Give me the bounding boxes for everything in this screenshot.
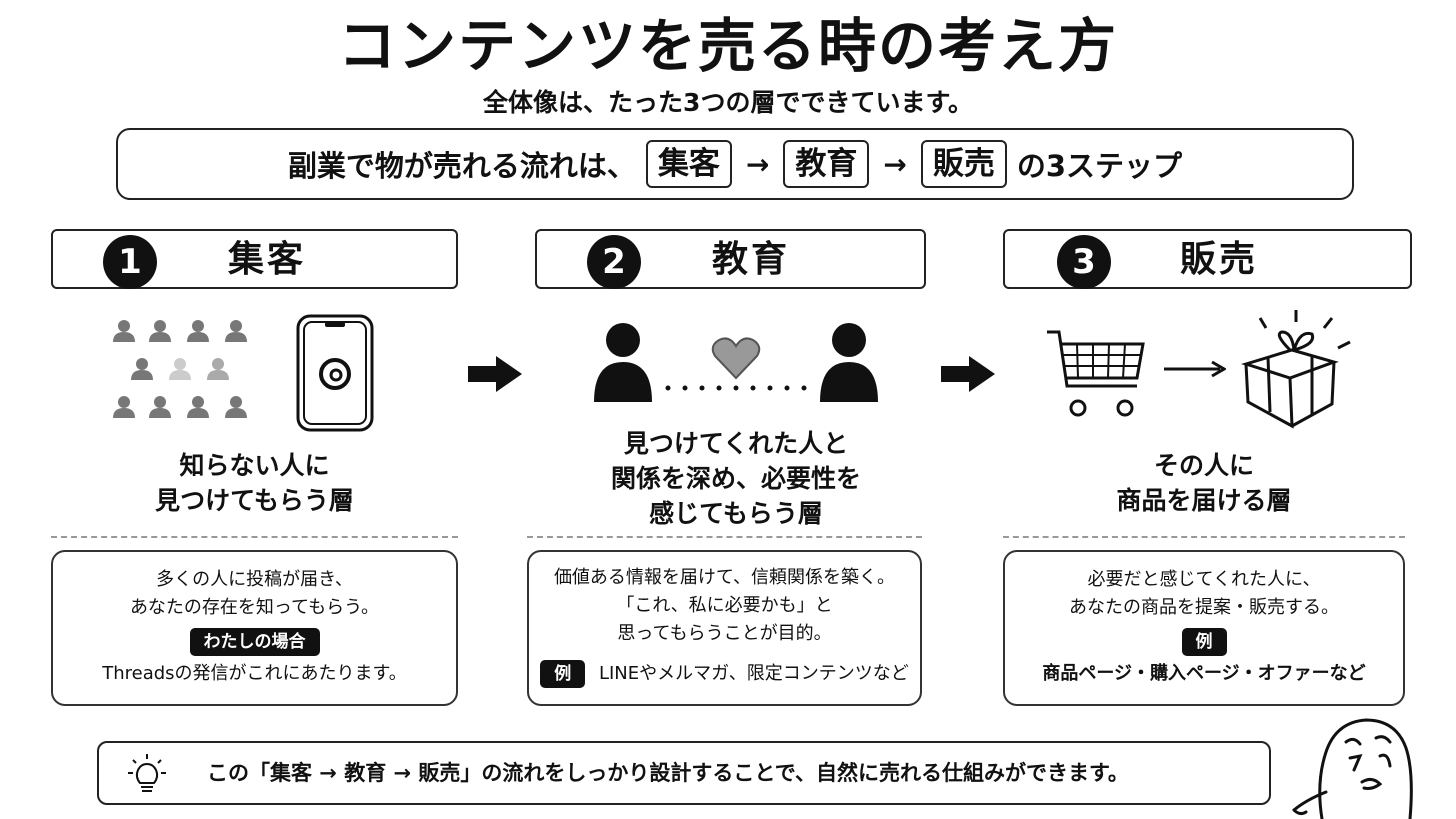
flow-summary-box: 副業で物が売れる流れは、 集客 → 教育 → 販売 の3ステップ [116,128,1354,200]
flow-prefix: 副業で物が売れる流れは、 [287,149,636,183]
stage-card-1: 多くの人に投稿が届き、 あなたの存在を知ってもらう。 わたしの場合 Thread… [51,550,458,706]
card-line: 思ってもらうことが目的。 [617,623,832,644]
flow-arrow: → [883,147,907,181]
stage-description-2: 見つけてくれた人と 関係を深め、必要性を 感じてもらう層 [535,426,937,531]
card-note: Threadsの発信がこれにあたります。 [102,663,407,684]
stage-title: 教育 [712,239,791,280]
card-line: あなたの商品を提案・販売する。 [1069,597,1339,618]
page-subtitle: 全体像は、たった3つの層でできています。 [483,88,973,117]
desc-line: 関係を深め、必要性を [610,464,861,493]
stage-title: 販売 [1180,239,1259,280]
flow-step-attract: 集客 [645,140,732,188]
person-icon [592,322,654,402]
card-line: 価値ある情報を届けて、信頼関係を築く。 [553,567,896,588]
conclusion-text: この「集客 → 教育 → 販売」の流れをしっかり設計することで、自然に売れる仕組… [207,761,1129,785]
example-badge: わたしの場合 [189,628,320,656]
flow-suffix: の3ステップ [1016,149,1183,183]
mascot-character [1286,712,1446,819]
step-number-badge: 3 [1057,235,1111,289]
cart-icon [1045,328,1149,420]
card-note: 商品ページ・購入ページ・オファーなど [1042,663,1366,684]
dashed-divider [527,536,922,538]
flow-step-educate: 教育 [783,140,870,188]
example-badge: 例 [540,660,586,688]
card-line: あなたの存在を知ってもらう。 [129,597,380,618]
card-line: 必要だと感じてくれた人に、 [1087,569,1321,590]
stage-card-3: 必要だと感じてくれた人に、 あなたの商品を提案・販売する。 例 商品ページ・購入… [1003,550,1405,706]
crowd-icon [108,318,258,426]
desc-line: 商品を届ける層 [1116,486,1292,515]
step-number-badge: 1 [103,235,157,289]
desc-line: その人に [1153,451,1254,480]
conclusion-box: この「集客 → 教育 → 販売」の流れをしっかり設計することで、自然に売れる仕組… [97,741,1271,805]
stage-arrow-icon [468,356,522,392]
stage-header-2: 2 教育 [535,229,926,289]
desc-line: 見つけてくれた人と [623,429,849,458]
dashed-divider [1003,536,1405,538]
stage-card-2: 価値ある情報を届けて、信頼関係を築く。 「これ、私に必要かも」と 思ってもらうこ… [527,550,922,706]
arrow-right-icon [1164,360,1226,378]
desc-line: 感じてもらう層 [649,499,823,528]
stage-title: 集客 [228,239,307,280]
lightbulb-icon [127,753,167,795]
threads-phone-icon [296,314,374,432]
stage-header-3: 3 販売 [1003,229,1412,289]
stage-arrow-icon [941,356,995,392]
card-line: 「これ、私に必要かも」と [616,595,833,616]
example-badge: 例 [1181,628,1227,656]
gift-icon [1238,304,1366,432]
card-note: LINEやメルマガ、限定コンテンツなど [598,663,909,684]
flow-arrow: → [745,147,770,181]
desc-line: 見つけてもらう層 [155,486,354,515]
heart-icon [711,336,761,380]
stage-description-1: 知らない人に 見つけてもらう層 [51,448,458,518]
flow-step-sell: 販売 [920,140,1007,188]
desc-line: 知らない人に [179,451,330,480]
dashed-divider [51,536,458,538]
stage-header-1: 1 集客 [51,229,458,289]
card-line: 多くの人に投稿が届き、 [156,569,353,590]
stage-description-3: その人に 商品を届ける層 [1003,448,1405,518]
dotted-connector [664,384,810,392]
step-number-badge: 2 [587,235,641,289]
page-title: コンテンツを売る時の考え方 [337,12,1118,80]
person-icon [818,322,880,402]
